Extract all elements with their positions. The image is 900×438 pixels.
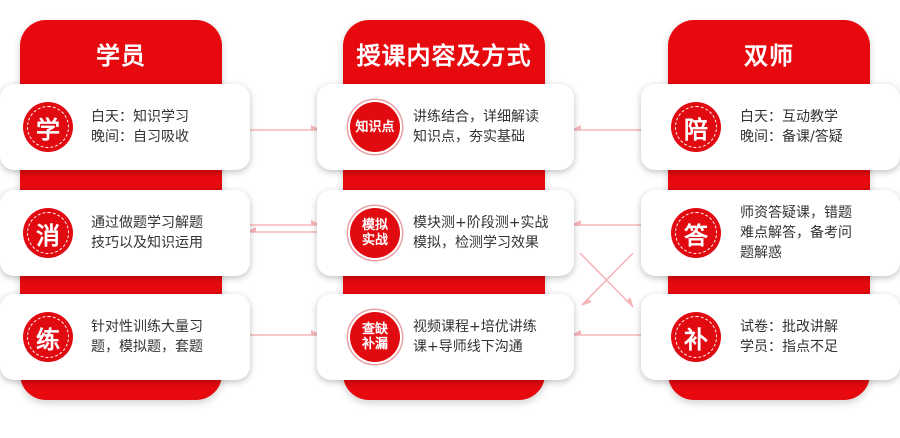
card-student-digest: 消 通过做题学习解题 技巧以及知识运用 [0,190,250,276]
card-line: 模拟，检测学习效果 [413,235,539,251]
card-line: 晚间：备课/答疑 [740,129,843,145]
badge-digest-icon: 消 [23,208,73,258]
badge-accompany-icon: 陪 [671,102,721,152]
badge-answer-icon: 答 [671,208,721,258]
arrow-cross-down-left [581,252,634,306]
card-line: 白天：知识学习 [91,109,189,125]
badge-drill-icon: 练 [23,312,73,362]
card-line: 通过做题学习解题 [91,215,203,231]
card-teacher-answer: 答 师资答疑课，错题 难点解答，备考问 题解惑 [641,190,900,276]
column-title-course-content: 授课内容及方式 [356,42,532,70]
card-line: 模块测+阶段测+实战 [413,215,549,231]
arrow-cross-down-right [579,252,634,308]
card-line: 题，模拟题，套题 [91,339,203,355]
card-line: 针对性训练大量习 [91,319,203,335]
column-title-students: 学员 [96,42,146,70]
badge-learn-icon: 学 [23,102,73,152]
card-line: 题解惑 [740,245,782,261]
badge-supplement-icon: 补 [671,312,721,362]
card-line: 课+导师线下沟通 [413,339,523,355]
card-line: 晚间：自习吸收 [91,129,189,145]
card-line: 视频课程+培优讲练 [413,319,537,335]
card-teacher-accompany: 陪 白天：互动教学 晚间：备课/答疑 [641,84,900,170]
card-line: 讲练结合，详细解读 [413,109,539,125]
badge-gap-fill-icon: 查缺补漏 [350,312,400,362]
column-title-dual-teachers: 双师 [744,42,794,70]
card-teacher-supplement: 补 试卷：批改讲解 学员：指点不足 [641,294,900,380]
card-line: 难点解答，备考问 [740,225,852,241]
card-line: 师资答疑课，错题 [740,205,852,221]
card-line: 知识点，夯实基础 [413,129,525,145]
badge-practice-test-icon: 模拟实战 [350,208,400,258]
card-student-drill: 练 针对性训练大量习 题，模拟题，套题 [0,294,250,380]
card-course-practice-test: 模拟实战 模块测+阶段测+实战 模拟，检测学习效果 [317,190,574,276]
card-line: 白天：互动教学 [740,109,838,125]
card-student-learn: 学 白天：知识学习 晚间：自习吸收 [0,84,250,170]
card-line: 学员：指点不足 [740,339,838,355]
card-course-knowledge: 知识点 讲练结合，详细解读 知识点，夯实基础 [317,84,574,170]
badge-knowledge-icon: 知识点 [350,102,400,152]
card-course-gap-fill: 查缺补漏 视频课程+培优讲练 课+导师线下沟通 [317,294,574,380]
card-line: 技巧以及知识运用 [91,235,203,251]
card-line: 试卷：批改讲解 [740,319,838,335]
